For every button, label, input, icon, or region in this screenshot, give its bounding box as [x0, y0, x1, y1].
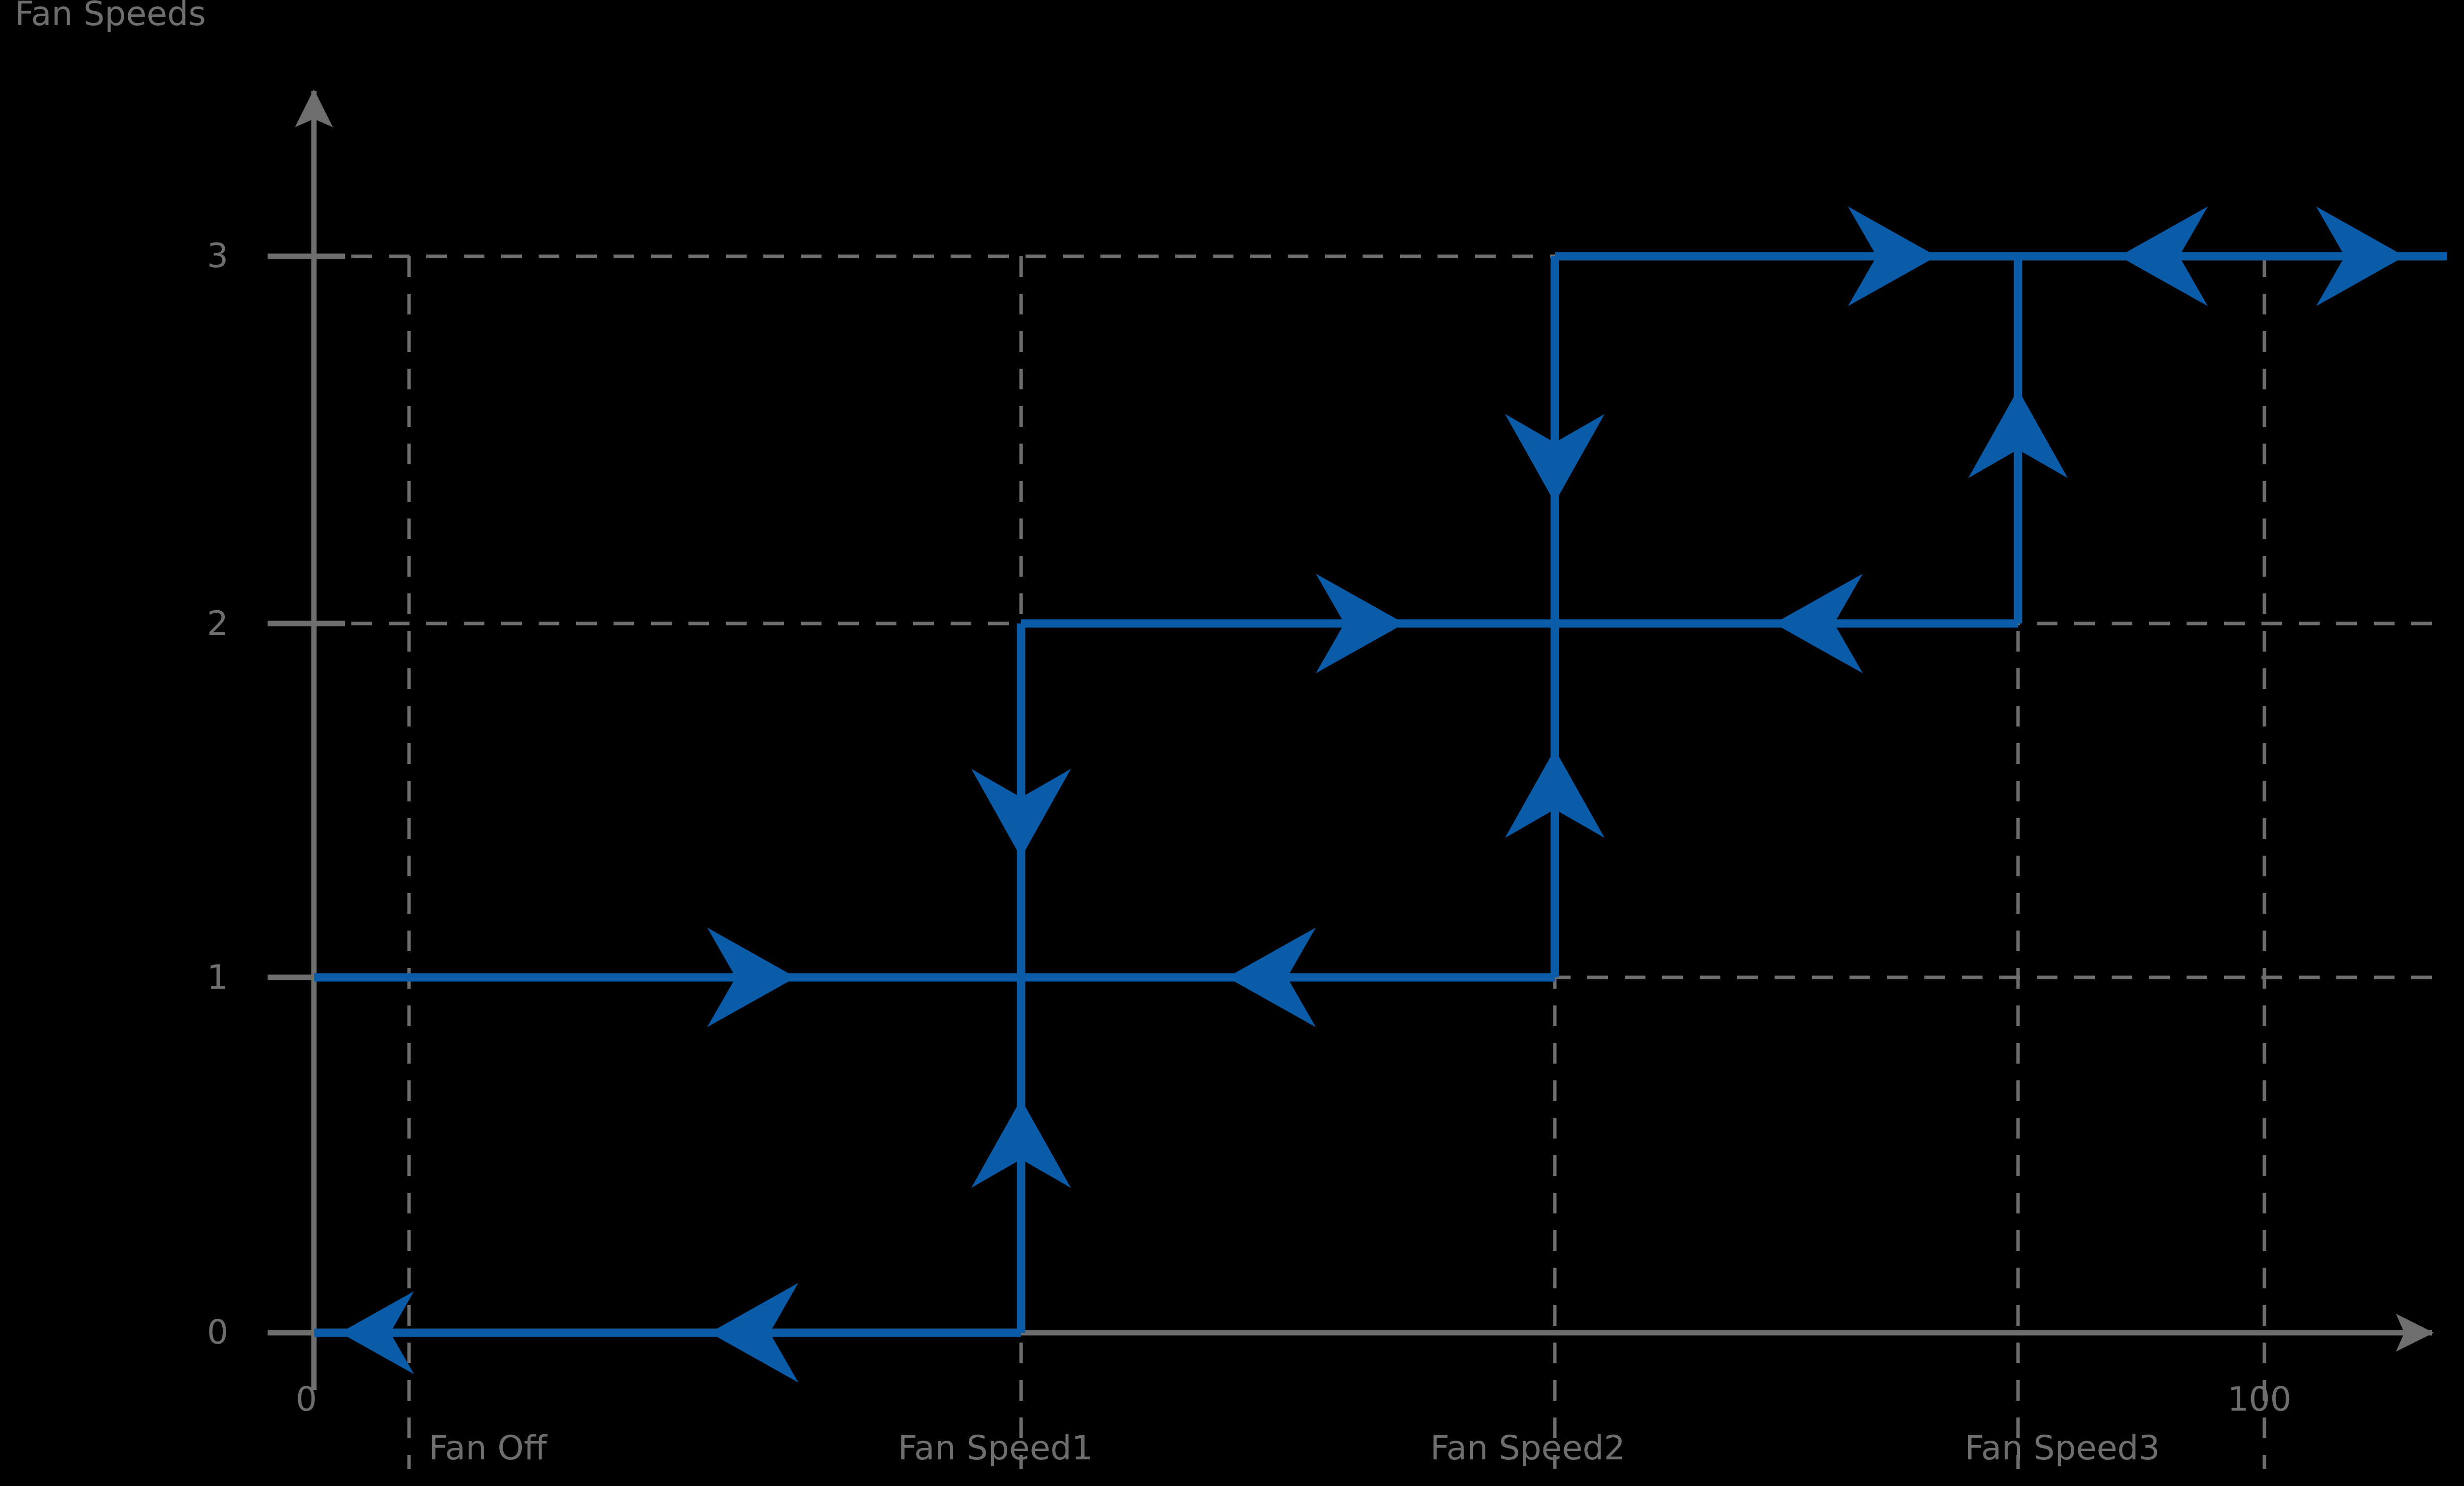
fan-curve	[314, 252, 2447, 1337]
arrow-up-step1	[971, 1099, 1071, 1188]
y-tick-label-1: 1	[207, 958, 229, 997]
arrow-down-step2	[1505, 414, 1605, 503]
threshold-label-fan-speed1-line1: Fan Speed1	[898, 1428, 1093, 1468]
threshold-label-fan-speed3: Fan Speed3 Threshold	[1965, 1358, 2160, 1486]
arrow-right-y3	[2119, 207, 2208, 306]
threshold-label-fan-off-line1: Fan Off	[429, 1428, 547, 1468]
threshold-label-fan-speed1: Fan Speed1 Threshold	[898, 1358, 1093, 1486]
y-tick-label-3: 3	[207, 237, 229, 276]
arrow-left-y1	[707, 928, 796, 1027]
threshold-label-fan-speed3-line1: Fan Speed3	[1965, 1428, 2160, 1468]
y-tick-label-0: 0	[207, 1313, 229, 1352]
arrow-up-step3	[1968, 389, 2068, 478]
arrow-left-y2	[1316, 574, 1404, 673]
arrow-up-step2	[1505, 749, 1605, 838]
x-tick-label-origin: 0	[296, 1380, 317, 1419]
arrow-right-y2	[1774, 574, 1863, 673]
threshold-label-fan-off: Fan Off Threshold	[405, 1358, 570, 1486]
x-tick-label-100: 100	[2227, 1380, 2292, 1419]
grid-lines	[314, 254, 2447, 1469]
arrow-right-y1	[1227, 928, 1316, 1027]
axes	[268, 89, 2434, 1390]
arrow-right-y0-b	[710, 1283, 798, 1382]
arrow-right-y0-a	[340, 1291, 414, 1374]
arrow-left-y3-b	[2316, 207, 2405, 306]
arrow-down-step1	[971, 769, 1071, 858]
curve-direction-arrows	[340, 207, 2405, 1382]
axis-ticks	[268, 253, 345, 980]
y-axis-title: Fan Speeds	[15, 0, 206, 34]
y-tick-label-2: 2	[207, 604, 229, 643]
arrow-left-y3-a	[1848, 207, 1937, 306]
threshold-label-fan-speed2: Fan Speed2 Threshold	[1430, 1358, 1625, 1486]
threshold-label-fan-speed2-line1: Fan Speed2	[1430, 1428, 1625, 1468]
